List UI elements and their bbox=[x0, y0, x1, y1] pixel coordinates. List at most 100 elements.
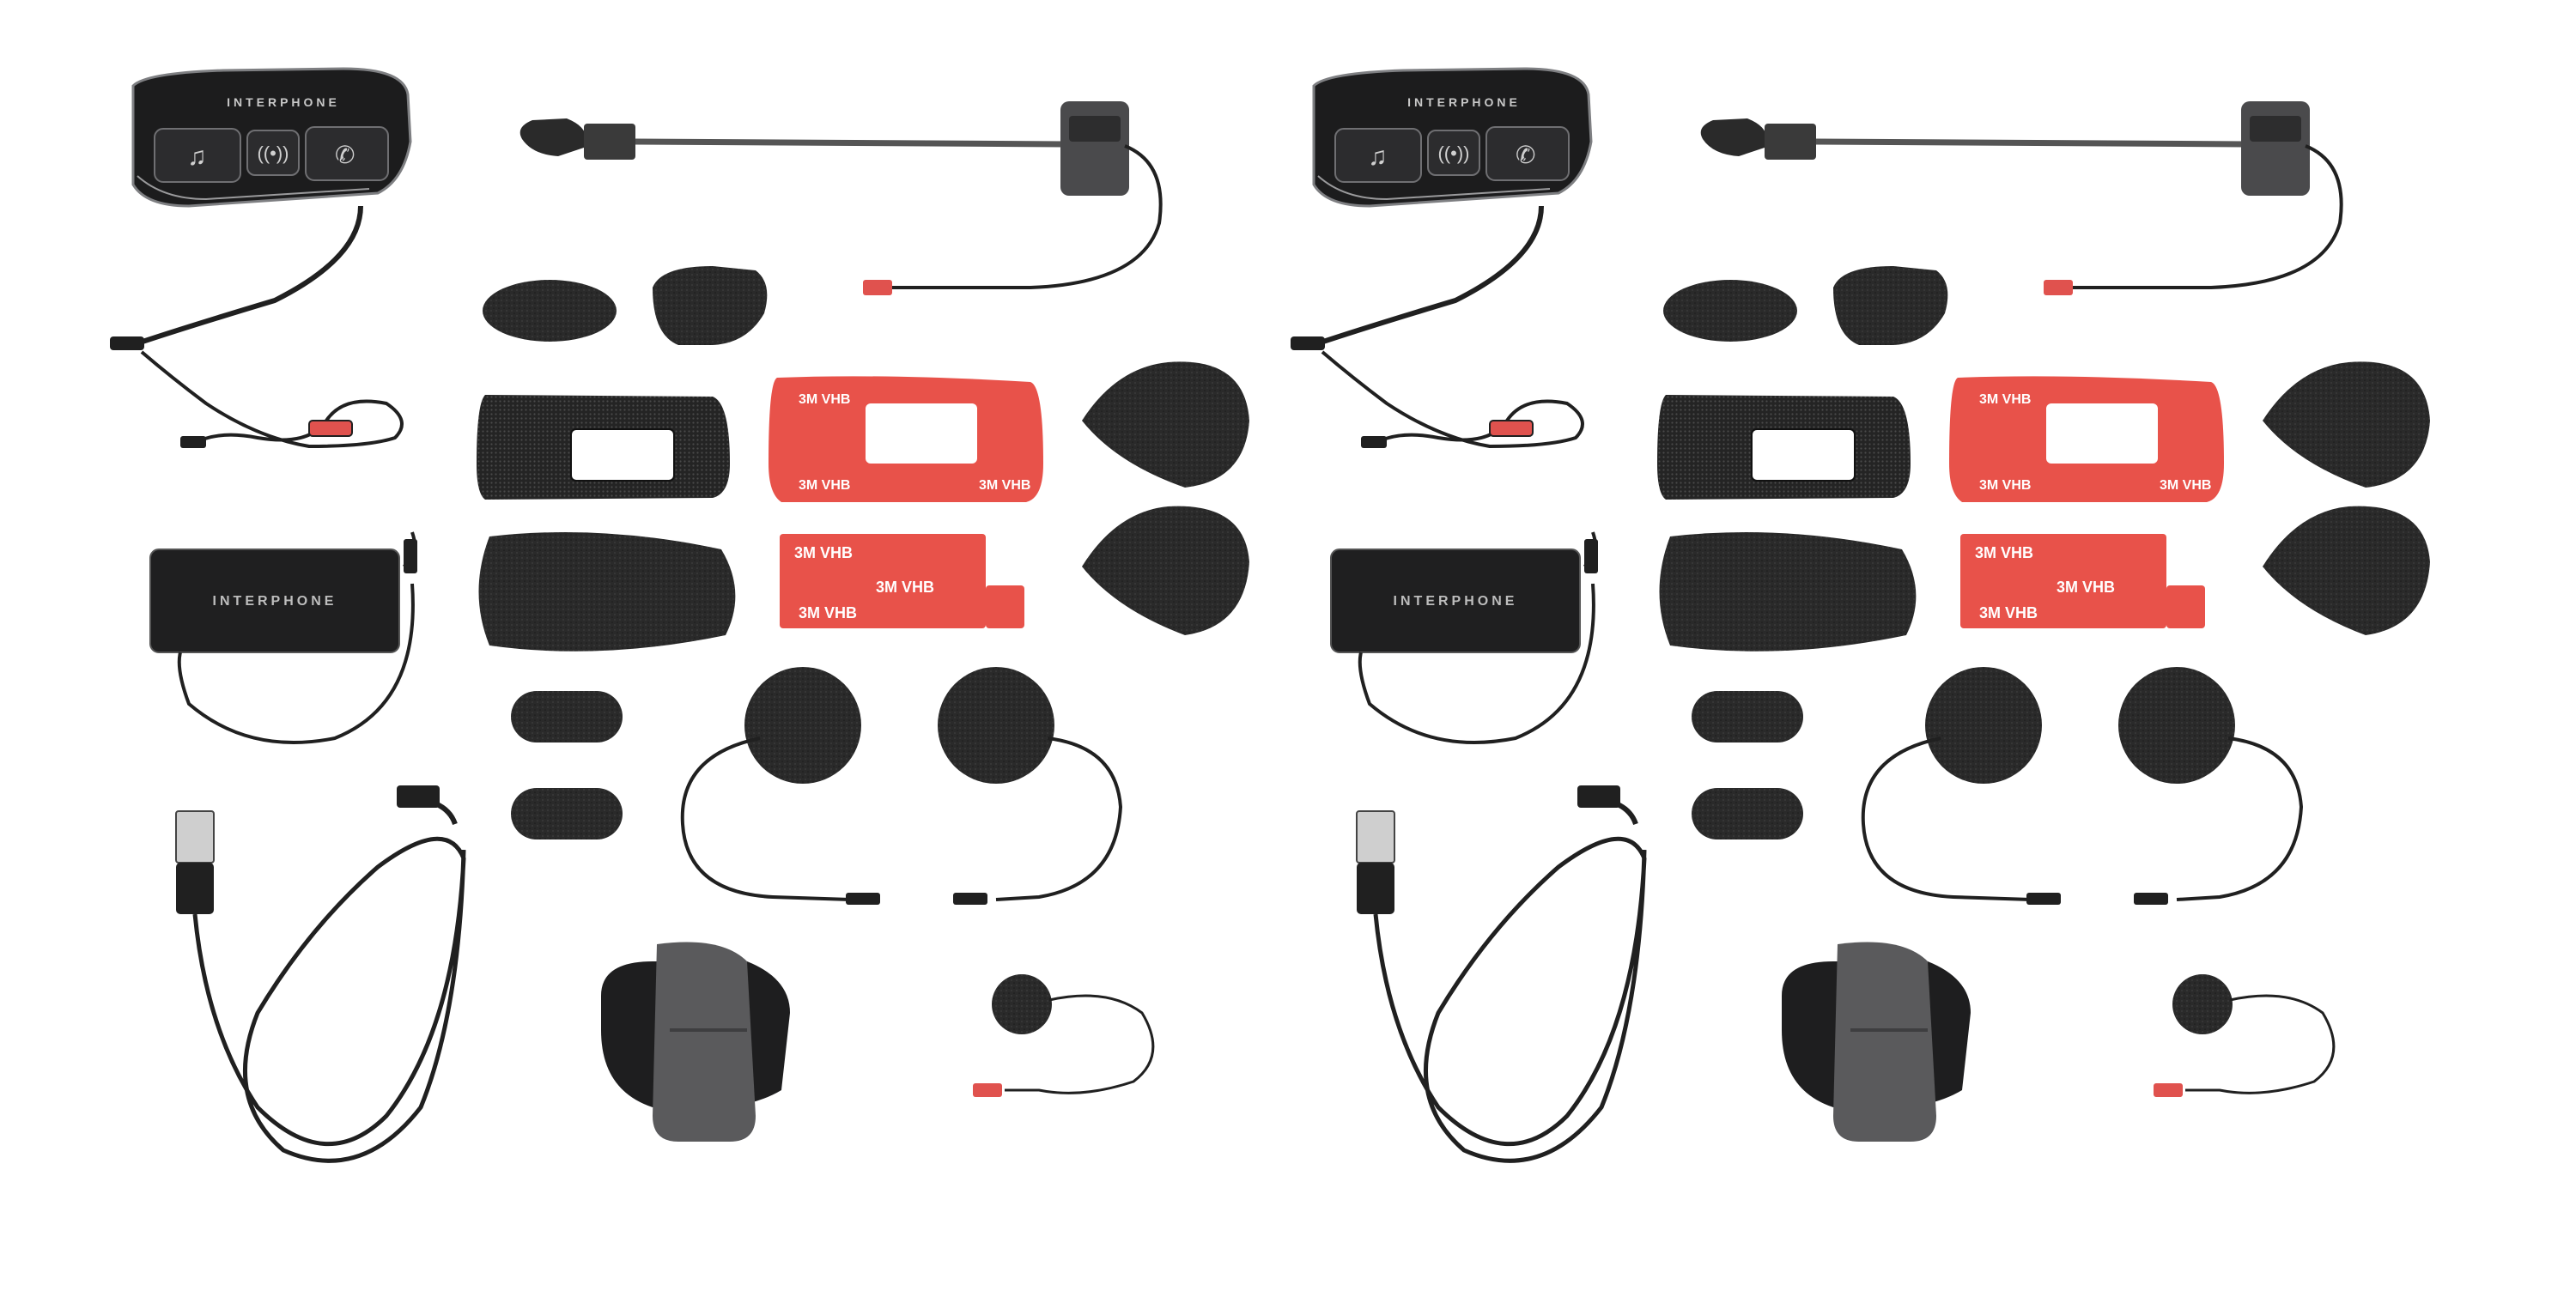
boom-mic-mount bbox=[1060, 101, 1129, 196]
boom-mic-clamp bbox=[584, 124, 635, 160]
tape-label: 3M VHB bbox=[876, 579, 934, 596]
bracket-clip bbox=[653, 942, 756, 1142]
shaped-foam-pad bbox=[653, 266, 768, 345]
battery-pack: INTERPHONE bbox=[149, 531, 417, 744]
boom-mic-head bbox=[519, 118, 586, 156]
button-mic-cable bbox=[1005, 994, 1155, 1094]
black-connector bbox=[1361, 436, 1387, 448]
speaker-cable-left bbox=[1861, 736, 2032, 901]
music-button bbox=[1334, 128, 1422, 183]
mic-windscreen bbox=[511, 788, 623, 839]
usb-c-plug bbox=[397, 785, 440, 808]
battery-cable bbox=[177, 583, 415, 744]
mic-windscreen bbox=[511, 691, 623, 742]
intercom-unit: INTERPHONE ♫ ((•)) ✆ bbox=[110, 67, 412, 449]
usb-a-housing bbox=[176, 863, 214, 914]
large-foam-pad bbox=[1659, 532, 1917, 652]
intercom-button bbox=[1427, 130, 1480, 176]
tape-label: 3M VHB bbox=[2057, 579, 2115, 596]
tape-label: 3M VHB bbox=[799, 604, 857, 621]
teardrop-foam-pad bbox=[2263, 361, 2430, 488]
mesh-pad-window bbox=[570, 428, 675, 482]
button-microphone bbox=[973, 974, 1155, 1097]
mesh-pad-window bbox=[1751, 428, 1856, 482]
usb-c-plug bbox=[1577, 785, 1620, 808]
teardrop-foam-pad bbox=[2263, 506, 2430, 635]
red-connector bbox=[308, 420, 353, 437]
teardrop-foam-pad bbox=[1082, 506, 1249, 635]
adhesive-strip-body bbox=[780, 534, 986, 628]
tape-label: 3M VHB bbox=[1979, 604, 2038, 621]
adhesive-strip-tab bbox=[2166, 585, 2205, 628]
boom-mic-mount-plate bbox=[2250, 116, 2301, 142]
intercom-unit: INTERPHONE ♫ ((•)) ✆ bbox=[1291, 67, 1593, 449]
tape-label: 3M VHB bbox=[1979, 478, 2031, 493]
button-mic-head bbox=[992, 974, 1052, 1034]
usb-a-housing bbox=[1357, 863, 1394, 914]
adhesive-strip-tab bbox=[986, 585, 1024, 628]
boom-mic-arm bbox=[635, 138, 1066, 148]
kit-set-left: INTERPHONE ♫ ((•)) ✆ 3M VHB 3M VHB 3M VH… bbox=[0, 0, 1288, 1287]
boom-mic-mount-plate bbox=[1069, 116, 1121, 142]
red-connector bbox=[1489, 420, 1534, 437]
adhesive-plate-strip: 3M VHB 3M VHB 3M VHB bbox=[780, 534, 1024, 628]
phone-icon: ✆ bbox=[1516, 142, 1535, 168]
battery-pack: INTERPHONE bbox=[1330, 531, 1598, 744]
large-foam-pad bbox=[478, 532, 736, 652]
mic-windscreen bbox=[1692, 691, 1803, 742]
intercom-wiring bbox=[1321, 350, 1584, 449]
teardrop-foam-pad bbox=[1082, 361, 1249, 488]
adhesive-plate-window bbox=[2046, 403, 2158, 464]
shaped-foam-pad bbox=[1833, 266, 1948, 345]
tape-label: 3M VHB bbox=[1979, 392, 2031, 407]
boom-mic-cable bbox=[889, 144, 1163, 289]
mesh-base-pad bbox=[477, 395, 730, 500]
kit-illustration: INTERPHONE ♫ ((•)) ✆ 3M VHB 3M VHB 3M VH… bbox=[1291, 67, 2430, 1163]
adhesive-plate-large: 3M VHB 3M VHB 3M VHB bbox=[1949, 376, 2224, 502]
kit-illustration: INTERPHONE ♫ ((•)) ✆ 3M VHB 3M VHB 3M VH… bbox=[110, 67, 1249, 1163]
adhesive-strip-body bbox=[1960, 534, 2166, 628]
intercom-cable bbox=[1317, 205, 1544, 346]
speaker-connector-left bbox=[2026, 893, 2061, 905]
tape-label: 3M VHB bbox=[1975, 544, 2033, 561]
battery-logo: INTERPHONE bbox=[213, 594, 337, 609]
helmet-bracket bbox=[1782, 942, 1971, 1142]
button-mic-cable bbox=[2185, 994, 2336, 1094]
helmet-bracket bbox=[601, 942, 790, 1142]
intercom-button bbox=[246, 130, 300, 176]
intercom-wiring bbox=[140, 350, 404, 449]
intercom-cable bbox=[137, 205, 363, 346]
music-note-icon: ♫ bbox=[187, 142, 207, 171]
phone-button bbox=[1485, 126, 1570, 181]
tape-label: 3M VHB bbox=[2160, 478, 2211, 493]
battery-connector-top bbox=[1584, 539, 1598, 573]
speaker-right bbox=[938, 667, 1054, 784]
kit-set-right: INTERPHONE ♫ ((•)) ✆ 3M VHB 3M VHB 3M VH… bbox=[1181, 0, 2469, 1287]
battery-cable bbox=[1358, 583, 1595, 744]
speaker-connector-right bbox=[2134, 893, 2168, 905]
speaker-cable-left bbox=[680, 736, 851, 901]
tape-label: 3M VHB bbox=[979, 478, 1030, 493]
speaker-connector-left bbox=[846, 893, 880, 905]
phone-icon: ✆ bbox=[335, 142, 355, 168]
boom-mic-cable bbox=[2069, 144, 2343, 289]
mic-windscreen bbox=[1692, 788, 1803, 839]
usb-cable-coil bbox=[192, 836, 466, 1163]
boom-mic-clamp bbox=[1765, 124, 1816, 160]
usb-cable-coil bbox=[1373, 836, 1647, 1163]
boom-mic-connector bbox=[863, 280, 892, 295]
button-mic-connector bbox=[973, 1083, 1002, 1097]
battery-body bbox=[1330, 549, 1581, 653]
tape-label: 3M VHB bbox=[799, 478, 850, 493]
intercom-cable-plug bbox=[1291, 336, 1325, 350]
button-mic-head bbox=[2172, 974, 2233, 1034]
intercom-logo: INTERPHONE bbox=[1407, 95, 1521, 109]
boom-microphone bbox=[1700, 101, 2343, 295]
mesh-base-pad bbox=[1657, 395, 1911, 500]
boom-microphone bbox=[519, 101, 1163, 295]
speaker-pair bbox=[1861, 667, 2304, 905]
tape-label: 3M VHB bbox=[799, 392, 850, 407]
intercom-trim bbox=[1317, 175, 1551, 201]
speaker-pair bbox=[680, 667, 1123, 905]
battery-body bbox=[149, 549, 400, 653]
